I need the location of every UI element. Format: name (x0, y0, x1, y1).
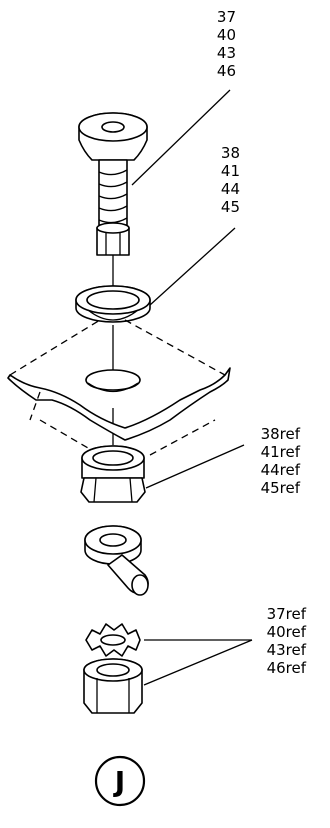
bolt-threaded-shank (98, 159, 128, 226)
callout-group-a: 37 40 43 46 (196, 8, 236, 80)
callout-label: 46 (216, 62, 236, 80)
grommet-upper (75, 285, 151, 323)
callout-label: 46ref (266, 659, 306, 677)
callout-group-d: 37ref 40ref 43ref 46ref (246, 605, 306, 677)
callout-label: 44 (220, 180, 240, 198)
callout-label: 41 (220, 162, 240, 180)
terminal-lug (84, 525, 149, 596)
callout-group-b: 38 41 44 45 (196, 144, 240, 216)
leader-line-a (131, 89, 231, 186)
view-identifier-circle (94, 755, 146, 807)
callout-label: 40 (216, 26, 236, 44)
star-lockwasher (85, 623, 141, 657)
bolt-head (78, 112, 148, 161)
callout-label: 45 (220, 198, 240, 216)
callout-label: 44ref (260, 461, 300, 479)
leader-line-c (145, 444, 245, 489)
callout-label: 37ref (266, 605, 306, 623)
leader-line-d2 (143, 639, 253, 686)
callout-label: 37 (216, 8, 236, 26)
hex-nut (83, 658, 143, 714)
grommet-lower (80, 445, 146, 503)
view-identifier-letter: J (114, 764, 126, 798)
bolt-hex-end (96, 222, 130, 256)
callout-label: 38 (220, 144, 240, 162)
mounting-panel (7, 319, 231, 456)
callout-label: 41ref (260, 443, 300, 461)
callout-label: 43 (216, 44, 236, 62)
callout-group-c: 38ref 41ref 44ref 45ref (244, 425, 300, 497)
callout-label: 45ref (260, 479, 300, 497)
callout-label: 40ref (266, 623, 306, 641)
callout-label: 43ref (266, 641, 306, 659)
callout-label: 38ref (260, 425, 300, 443)
leader-line-b (149, 227, 236, 306)
